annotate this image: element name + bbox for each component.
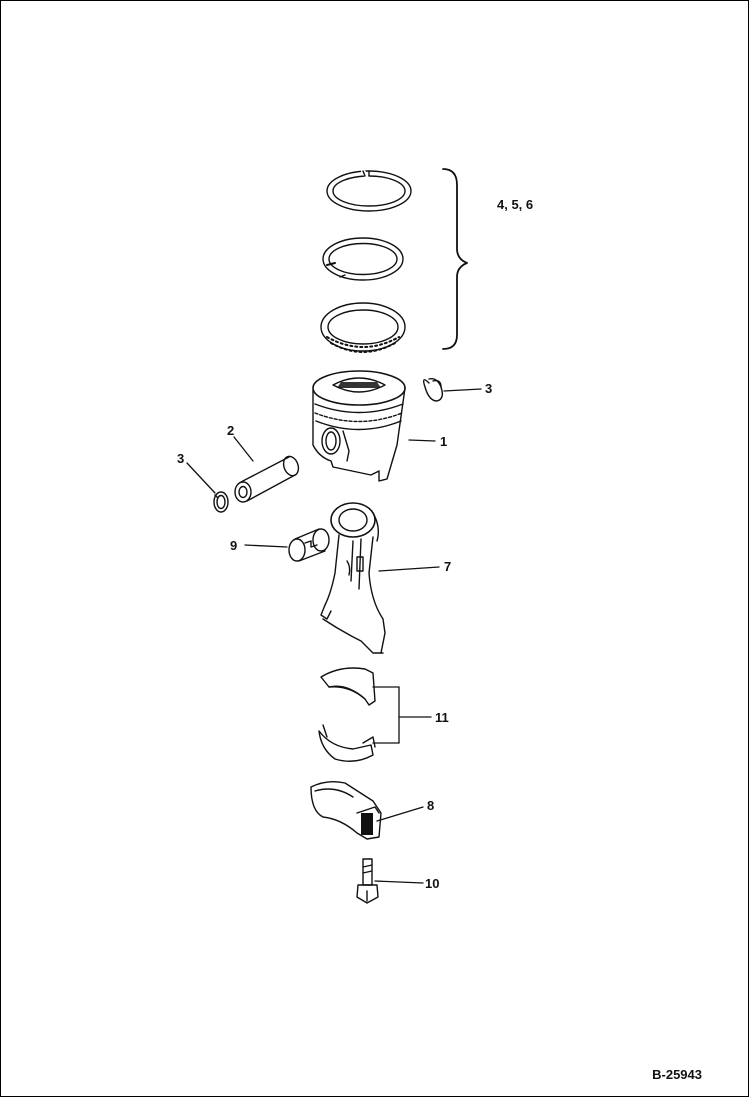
connecting-rod — [321, 503, 385, 653]
piston-ring-top — [327, 171, 411, 211]
piston-pin — [235, 454, 301, 502]
piston-ring-middle — [323, 238, 403, 280]
callout-bearing-shells: 11 — [435, 710, 449, 725]
ring-set-brace — [443, 169, 467, 349]
bearing-shells — [319, 668, 375, 761]
piston-ring-oil — [321, 303, 405, 352]
snap-ring-right — [424, 379, 443, 401]
callout-piston: 1 — [440, 434, 448, 449]
callout-snap-ring-right: 3 — [485, 381, 493, 396]
rod-cap — [311, 782, 381, 839]
callout-piston-rings: 4, 5, 6 — [497, 197, 534, 212]
piston — [313, 371, 405, 481]
callout-small-end-bushing: 9 — [230, 538, 238, 553]
callout-cap-bolt: 10 — [425, 876, 440, 891]
callout-snap-ring-left: 3 — [177, 451, 185, 466]
figure-reference-number: B-25943 — [652, 1067, 702, 1082]
leader-lines — [187, 389, 481, 883]
small-end-bushing — [289, 529, 329, 561]
cap-bolt — [357, 859, 378, 903]
snap-ring-left — [214, 492, 228, 512]
callout-rod-cap: 8 — [427, 798, 435, 813]
callout-connecting-rod: 7 — [444, 559, 452, 574]
callout-piston-pin: 2 — [227, 423, 235, 438]
